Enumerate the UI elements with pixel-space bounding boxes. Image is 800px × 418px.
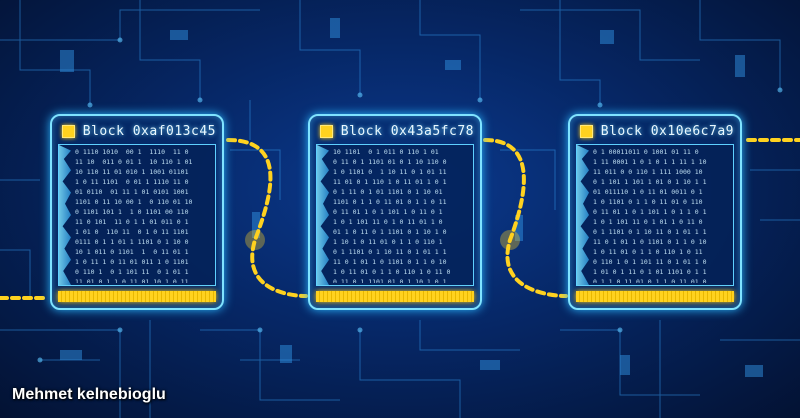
link-1-2 (226, 138, 308, 298)
chip-icon (62, 124, 75, 138)
waveform-strip (317, 145, 329, 285)
watermark-credit: Mehmet kelnebioglu (12, 386, 166, 403)
binary-pattern: 0 1 00011011 0 1001 01 11 0 1 11 0001 1 … (593, 148, 707, 283)
block-title: Block 0xaf013c45 (82, 123, 216, 139)
binary-pattern: 0 1110 1010 00 1 1110 11 0 11 10 011 0 0… (75, 148, 193, 283)
block-header: Block 0xaf013c45 (58, 120, 216, 142)
block-title: Block 0x10e6c7a9 (600, 123, 734, 139)
block-card-2: Block 0x43a5fc78 10 1101 0 1 011 0 110 1… (308, 114, 482, 310)
block-header: Block 0x43a5fc78 (316, 120, 474, 142)
block-footer-bar (316, 291, 474, 302)
block-body: 0 1110 1010 00 1 1110 11 0 11 10 011 0 0… (58, 144, 216, 286)
chip-icon (320, 124, 333, 138)
waveform-strip (577, 145, 589, 285)
block-body: 10 1101 0 1 011 0 110 1 01 0 11 0 1 1101… (316, 144, 474, 286)
block-body: 0 1 00011011 0 1001 01 11 0 1 11 0001 1 … (576, 144, 734, 286)
chip-icon (580, 124, 593, 138)
block-footer-bar (58, 291, 216, 302)
block-card-3: Block 0x10e6c7a9 0 1 00011011 0 1001 01 … (568, 114, 742, 310)
block-header: Block 0x10e6c7a9 (576, 120, 734, 142)
block-title: Block 0x43a5fc78 (340, 123, 474, 139)
waveform-strip (59, 145, 71, 285)
block-card-1: Block 0xaf013c45 0 1110 1010 00 1 1110 1… (50, 114, 224, 310)
block-footer-bar (576, 291, 734, 302)
link-2-3 (483, 138, 568, 298)
binary-pattern: 10 1101 0 1 011 0 110 1 01 0 11 0 1 1101… (333, 148, 451, 283)
